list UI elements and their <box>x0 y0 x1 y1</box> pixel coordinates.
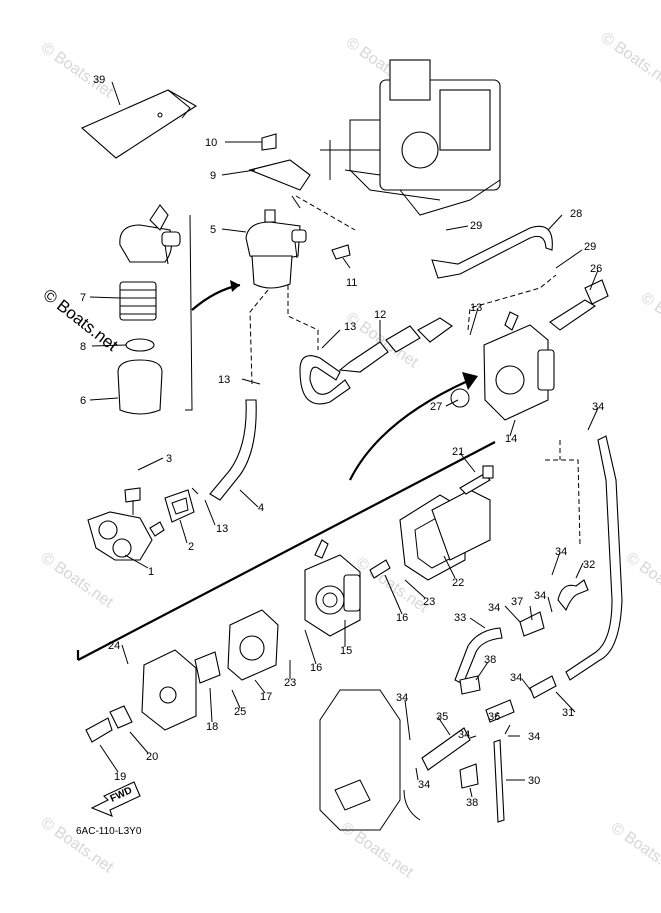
watermark-text: © Boats.net <box>598 29 661 91</box>
divider-line <box>76 441 496 661</box>
callout-34: 34 <box>534 590 546 602</box>
callout-27: 27 <box>430 401 442 413</box>
callout-34: 34 <box>592 401 604 413</box>
callout-numbers: 39 10 9 5 7 8 6 11 13 13 12 3 4 13 2 1 2… <box>80 74 604 809</box>
callout-16: 16 <box>310 662 322 674</box>
callout-25: 25 <box>234 706 246 718</box>
callout-29: 29 <box>584 241 596 253</box>
callout-20: 20 <box>146 751 158 763</box>
callout-34: 34 <box>488 602 500 614</box>
callout-leaders <box>89 81 599 798</box>
callout-8: 8 <box>80 341 86 353</box>
engine-block-lower <box>319 689 421 831</box>
callout-34: 34 <box>555 546 567 558</box>
assembly-arrow-1 <box>191 280 241 311</box>
leader-lines <box>249 274 581 546</box>
callout-38: 38 <box>466 797 478 809</box>
hose-group-lower <box>421 579 589 823</box>
callout-3: 3 <box>166 453 172 465</box>
callout-34: 34 <box>458 729 470 741</box>
joint-1 <box>87 487 165 561</box>
callout-7: 7 <box>80 292 86 304</box>
callout-1: 1 <box>148 566 154 578</box>
assembly-arrow-2 <box>349 372 478 481</box>
callout-6: 6 <box>80 395 86 407</box>
callout-24: 24 <box>108 640 120 652</box>
callout-17: 17 <box>260 691 272 703</box>
carburetor <box>320 59 501 216</box>
callout-33: 33 <box>454 612 466 624</box>
callout-22: 22 <box>452 577 464 589</box>
callout-18: 18 <box>206 721 218 733</box>
callout-31: 31 <box>562 707 574 719</box>
watermark-layer: © Boats.net © Boats.net © Boats.net © Bo… <box>38 29 661 881</box>
fuel-filter-exploded <box>117 204 193 415</box>
watermark-text: © Boats.net <box>338 819 417 881</box>
callout-26: 26 <box>590 263 602 275</box>
hose-12 <box>299 317 453 405</box>
callout-38: 38 <box>484 654 496 666</box>
hose-4 <box>209 399 257 501</box>
callout-36: 36 <box>488 711 500 723</box>
callout-13: 13 <box>344 321 356 333</box>
watermark-text: © Boats.net <box>623 549 661 611</box>
callout-28: 28 <box>570 208 582 220</box>
callout-34: 34 <box>510 672 522 684</box>
fwd-arrow-icon: FWD <box>90 781 141 817</box>
callout-12: 12 <box>374 309 386 321</box>
callout-4: 4 <box>258 502 264 514</box>
part-39-bag <box>80 89 198 159</box>
watermark-text: © Boats.net <box>38 39 117 101</box>
callout-16: 16 <box>396 612 408 624</box>
callout-30: 30 <box>528 775 540 787</box>
callout-9: 9 <box>210 170 216 182</box>
watermark-text: © Boats.net <box>608 819 661 881</box>
callout-35: 35 <box>436 711 448 723</box>
callout-5: 5 <box>210 224 216 236</box>
callout-29: 29 <box>470 220 482 232</box>
fitting-26 <box>549 279 609 331</box>
diagram-code: 6AC-110-L3Y0 <box>76 826 142 837</box>
fuel-pump-14 <box>450 311 555 421</box>
callout-39: 39 <box>93 74 105 86</box>
gasket-2 <box>164 487 199 523</box>
callout-14: 14 <box>505 433 517 445</box>
callout-23: 23 <box>423 596 435 608</box>
callout-34: 34 <box>396 692 408 704</box>
callout-34: 34 <box>528 731 540 743</box>
watermark-text: © Boats.net <box>38 549 117 611</box>
callout-19: 19 <box>114 771 126 783</box>
callout-15: 15 <box>340 645 352 657</box>
watermark-text: © Boats.net <box>638 289 661 351</box>
callout-34: 34 <box>418 779 430 791</box>
callout-13: 13 <box>216 523 228 535</box>
callout-23: 23 <box>284 677 296 689</box>
callout-10: 10 <box>205 137 217 149</box>
callout-32: 32 <box>583 559 595 571</box>
hose-28 <box>431 225 553 279</box>
callout-13: 13 <box>470 302 482 314</box>
watermark-text: © Boats.net <box>38 814 117 876</box>
hose-31 <box>529 435 623 699</box>
callout-37: 37 <box>511 596 523 608</box>
pump-body-exploded <box>85 489 491 743</box>
callout-13: 13 <box>218 374 230 386</box>
callout-2: 2 <box>188 541 194 553</box>
bolt-21 <box>459 465 494 495</box>
fuel-filter-assembly-5 <box>245 133 356 289</box>
callout-11: 11 <box>346 277 357 289</box>
callout-21: 21 <box>452 446 464 458</box>
